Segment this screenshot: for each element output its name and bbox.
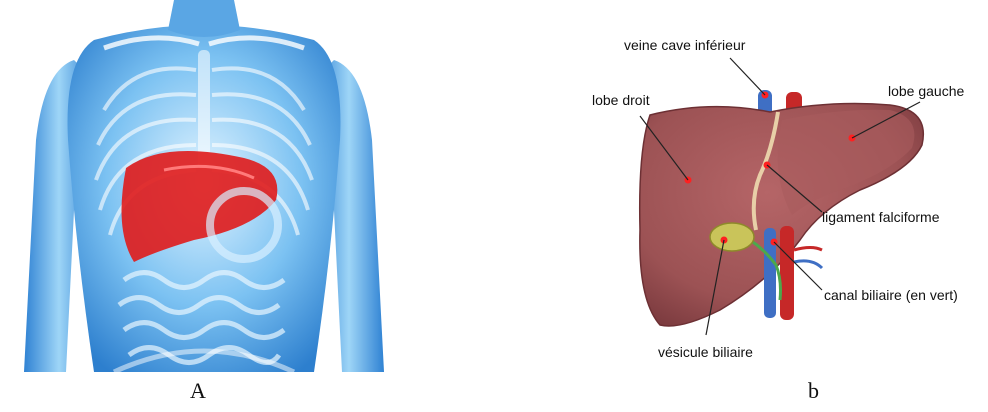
liver-diagram: veine cave inférieur lobe droit lobe gau…	[560, 0, 988, 372]
hepatic-artery	[794, 248, 822, 251]
caption-a: A	[190, 378, 206, 404]
label-ivc: veine cave inférieur	[624, 37, 746, 53]
gallbladder	[710, 223, 754, 251]
liver-svg: veine cave inférieur lobe droit lobe gau…	[560, 0, 988, 372]
label-falciform: ligament falciforme	[822, 209, 940, 225]
left-lobe-shade	[778, 110, 915, 215]
caption-b: b	[808, 378, 819, 404]
label-left-lobe: lobe gauche	[888, 83, 965, 99]
torso-illustration	[14, 0, 394, 372]
label-gallbladder: vésicule biliaire	[658, 344, 753, 360]
aorta-lower	[780, 226, 794, 320]
neck	[168, 0, 240, 37]
label-bile-duct: canal biliaire (en vert)	[824, 287, 958, 303]
torso-svg	[14, 0, 394, 372]
label-right-lobe: lobe droit	[592, 92, 650, 108]
